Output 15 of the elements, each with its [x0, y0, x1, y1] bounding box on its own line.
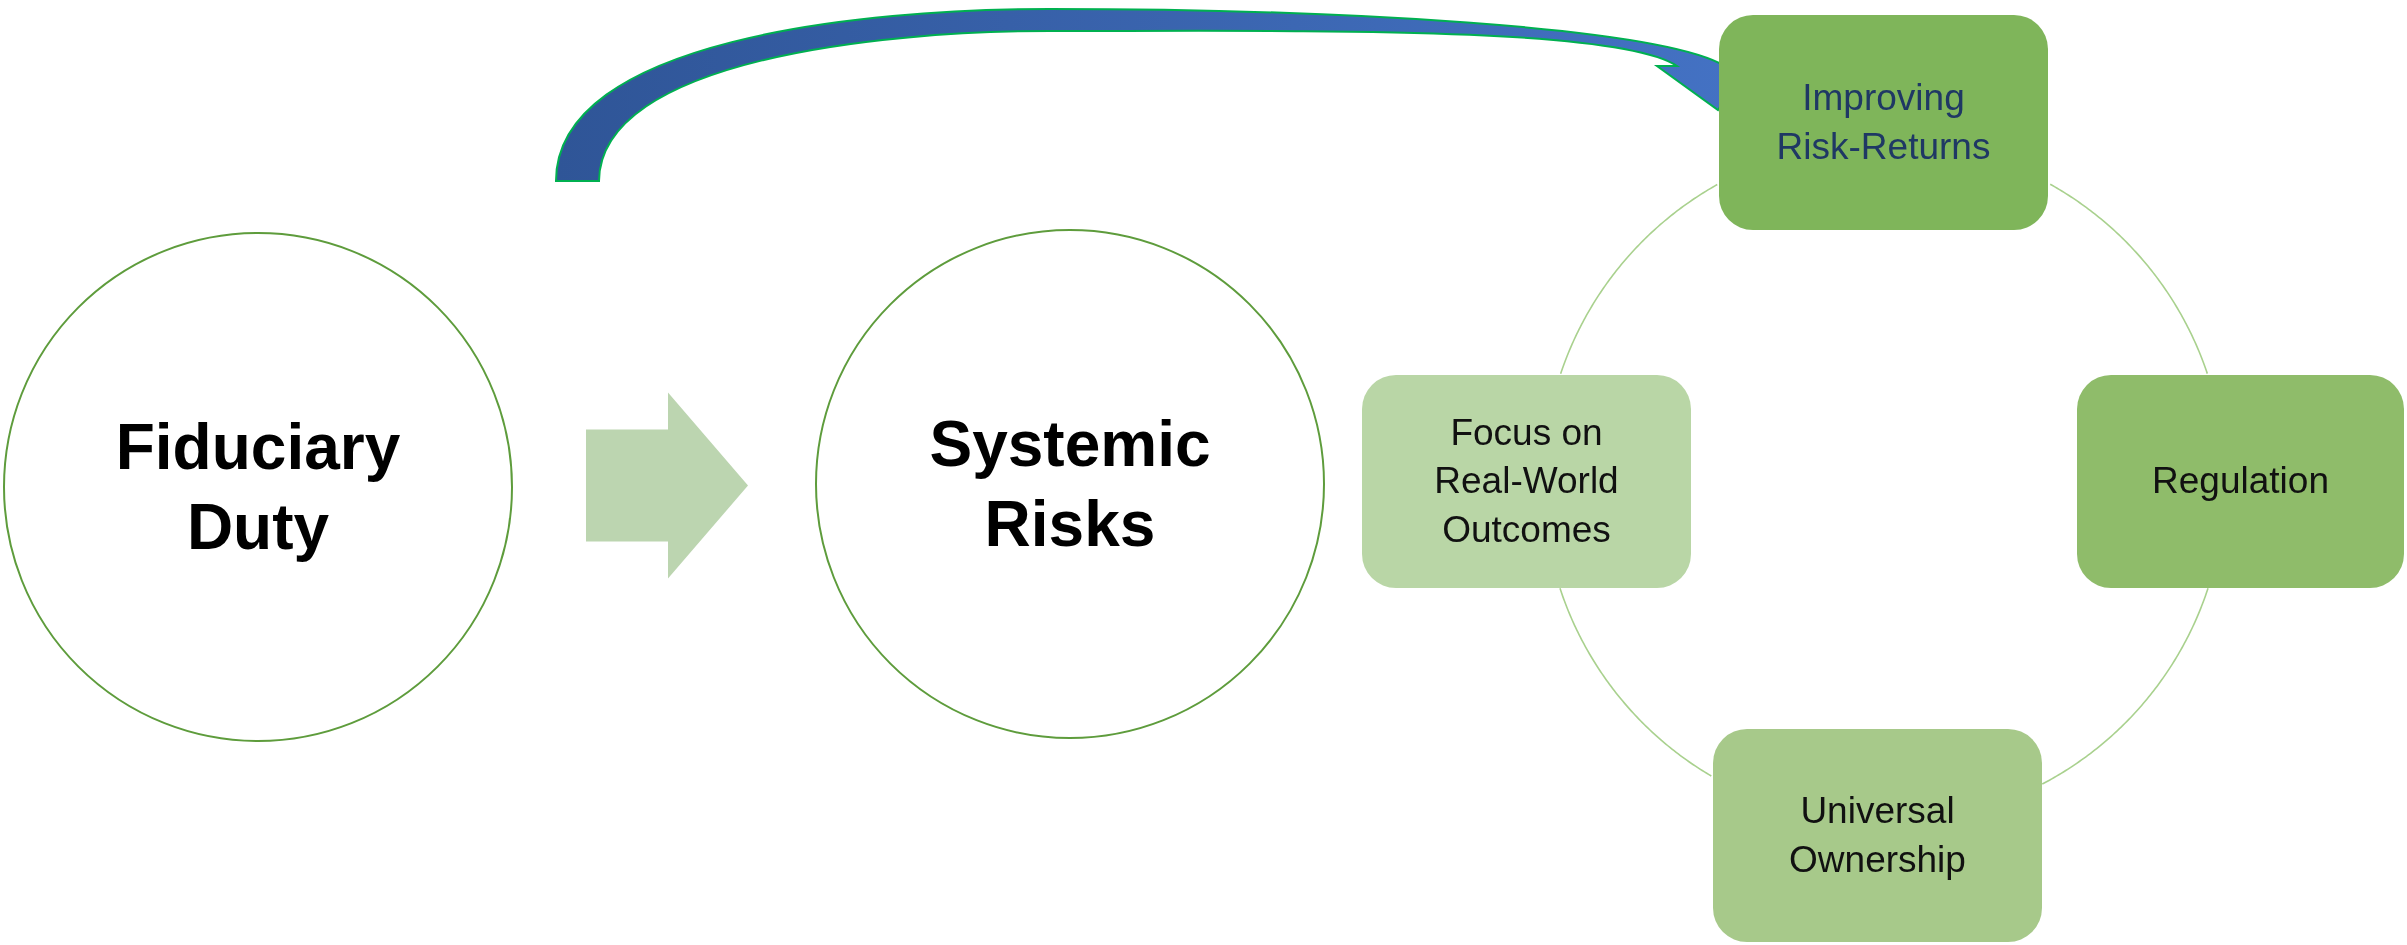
connector-arc — [2049, 183, 2209, 375]
rounded-box — [1719, 15, 2048, 230]
node-label: Regulation — [2151, 459, 2330, 504]
node-label: Systemic Risks — [928, 407, 1212, 562]
connector-arc — [2041, 587, 2209, 785]
connector-arc — [1559, 183, 1719, 375]
node-label: Fiduciary Duty — [114, 410, 402, 565]
node-label: Focus on Real-World Outcomes — [1433, 411, 1620, 552]
rounded-box — [1362, 375, 1691, 588]
rounded-box — [1713, 729, 2042, 942]
node-label: Universal Ownership — [1788, 789, 1967, 882]
rounded-box — [2077, 375, 2404, 588]
block-arrow — [586, 392, 748, 579]
connector-arc — [1559, 587, 1713, 777]
node-label: Improving Risk-Returns — [1775, 76, 1992, 169]
